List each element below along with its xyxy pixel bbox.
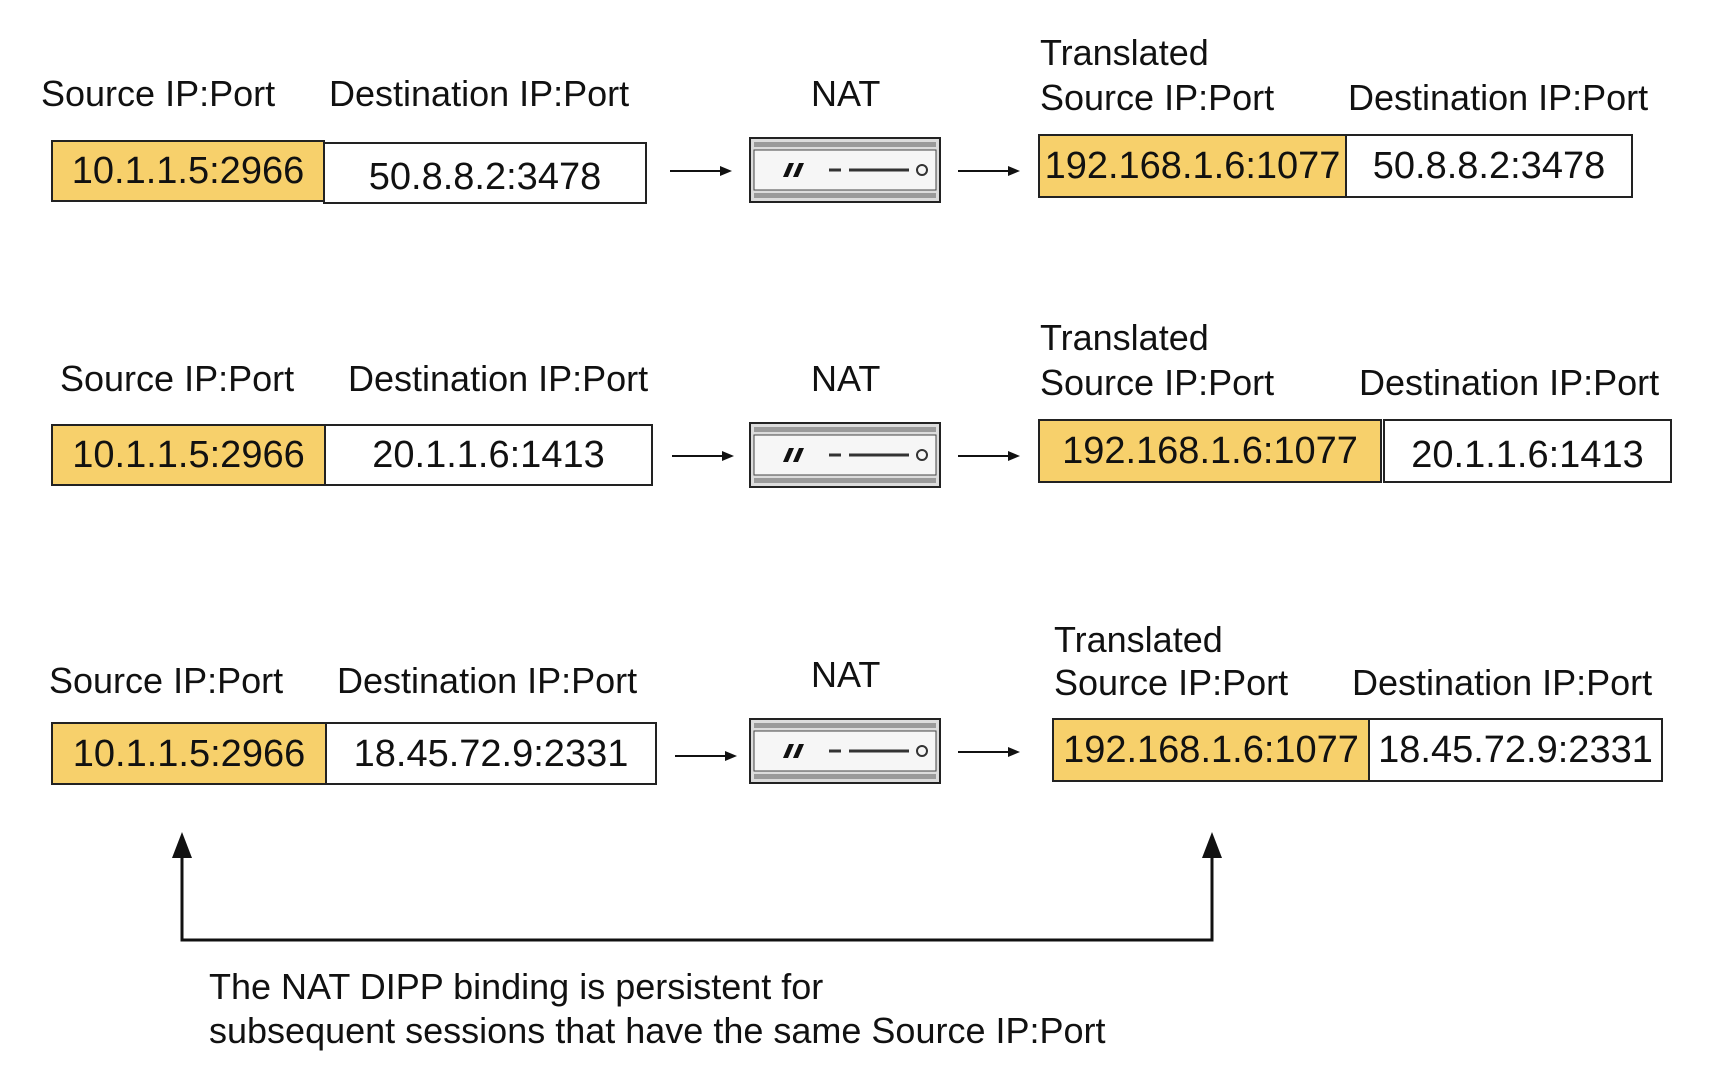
- destination-label: Destination IP:Port: [329, 73, 630, 114]
- destination-ip-port-box: 50.8.8.2:3478: [323, 142, 647, 204]
- nat-label: NAT: [811, 73, 881, 114]
- arrow-right-icon: [958, 451, 1020, 461]
- destination-label: Destination IP:Port: [337, 660, 638, 701]
- arrow-right-icon: [670, 166, 732, 176]
- source-ip-port-box: 10.1.1.5:2966: [51, 722, 327, 785]
- translated-destination-ip-port-box: 50.8.8.2:3478: [1345, 134, 1633, 198]
- translated-source-label: Source IP:Port: [1054, 662, 1289, 703]
- firewall-appliance-icon: [749, 422, 941, 488]
- destination-ip-port-box: 18.45.72.9:2331: [325, 722, 657, 785]
- source-ip-port-box: 10.1.1.5:2966: [51, 424, 326, 486]
- translated-destination-label: Destination IP:Port: [1359, 362, 1660, 403]
- bracket-line: [180, 840, 1214, 942]
- arrow-up-icon: [172, 832, 192, 858]
- nat-label: NAT: [811, 654, 881, 695]
- source-label: Source IP:Port: [60, 358, 295, 399]
- translated-destination-label: Destination IP:Port: [1348, 77, 1649, 118]
- arrow-right-icon: [958, 166, 1020, 176]
- firewall-appliance-icon: [749, 718, 941, 784]
- note-line-1: The NAT DIPP binding is persistent for: [209, 966, 824, 1007]
- translated-label: Translated: [1040, 317, 1209, 358]
- translated-source-ip-port-box: 192.168.1.6:1077: [1038, 134, 1347, 198]
- source-label: Source IP:Port: [41, 73, 276, 114]
- translated-label: Translated: [1040, 32, 1209, 73]
- firewall-appliance-icon: [749, 137, 941, 203]
- translated-destination-label: Destination IP:Port: [1352, 662, 1653, 703]
- persistence-note: The NAT DIPP binding is persistent for s…: [209, 965, 1106, 1053]
- arrow-up-icon: [1202, 832, 1222, 858]
- note-line-2: subsequent sessions that have the same S…: [209, 1010, 1106, 1051]
- translated-destination-ip-port-box: 18.45.72.9:2331: [1368, 718, 1663, 782]
- source-ip-port-box: 10.1.1.5:2966: [51, 140, 325, 202]
- translated-source-label: Source IP:Port: [1040, 362, 1275, 403]
- arrow-right-icon: [675, 751, 737, 761]
- nat-label: NAT: [811, 358, 881, 399]
- translated-source-ip-port-box: 192.168.1.6:1077: [1038, 419, 1382, 483]
- translated-destination-ip-port-box: 20.1.1.6:1413: [1383, 419, 1672, 483]
- arrow-right-icon: [958, 747, 1020, 757]
- translated-label: Translated: [1054, 619, 1223, 660]
- destination-label: Destination IP:Port: [348, 358, 649, 399]
- source-label: Source IP:Port: [49, 660, 284, 701]
- translated-source-label: Source IP:Port: [1040, 77, 1275, 118]
- destination-ip-port-box: 20.1.1.6:1413: [324, 424, 653, 486]
- translated-source-ip-port-box: 192.168.1.6:1077: [1052, 718, 1370, 782]
- arrow-right-icon: [672, 451, 734, 461]
